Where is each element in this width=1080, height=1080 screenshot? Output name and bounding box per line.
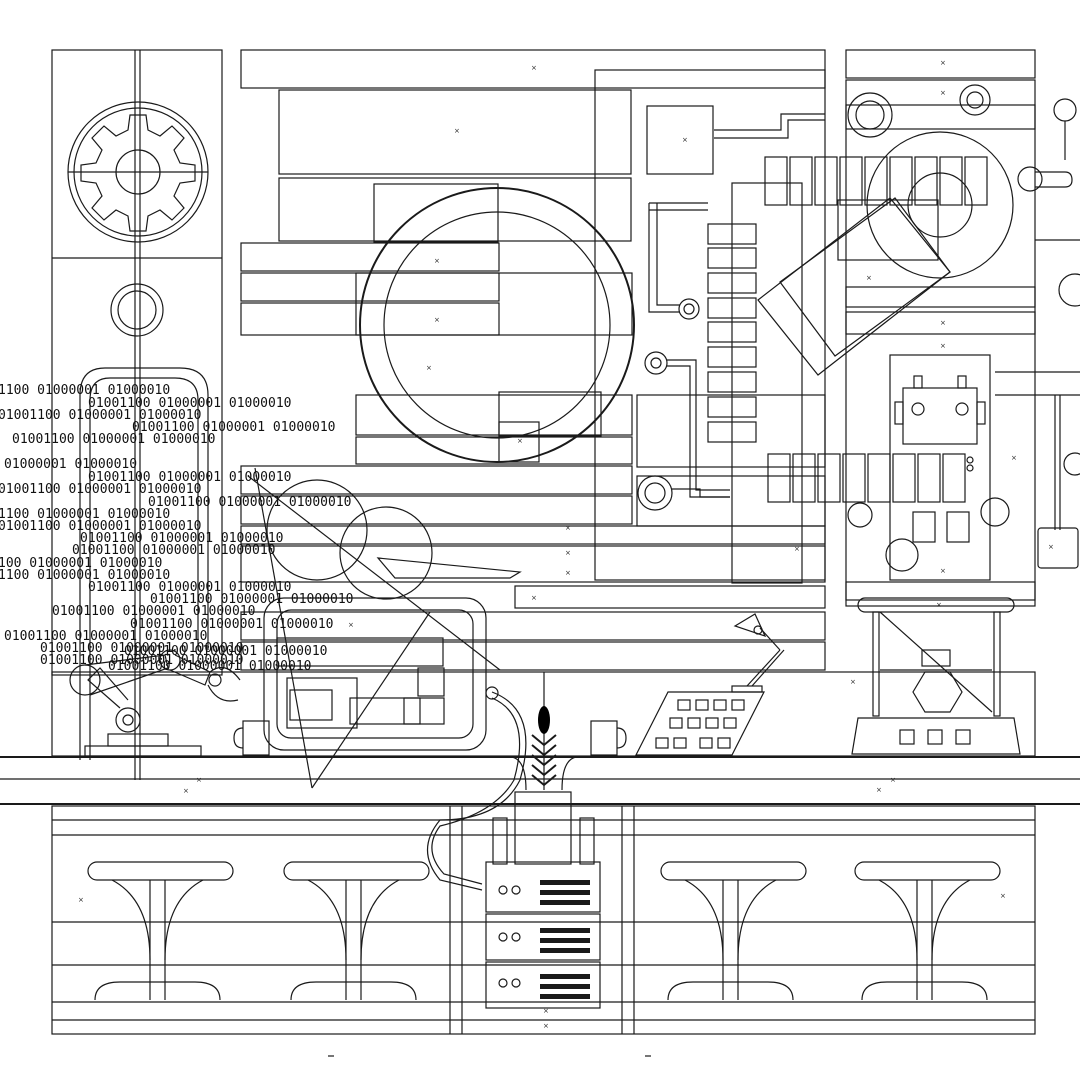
small-squares	[498, 105, 714, 463]
svg-text:×: ×	[434, 257, 440, 265]
counter	[0, 671, 1080, 1035]
left-panel	[51, 49, 223, 780]
svg-text:×: ×	[940, 89, 946, 97]
svg-text:×: ×	[682, 136, 688, 144]
svg-text:×: ×	[517, 437, 523, 445]
svg-text:×: ×	[940, 59, 946, 67]
pipe-loop	[79, 367, 209, 760]
svg-text:×: ×	[940, 342, 946, 350]
svg-text:×: ×	[183, 787, 189, 795]
svg-text:×: ×	[196, 776, 202, 784]
svg-text:×: ×	[454, 127, 460, 135]
gear-icon	[67, 101, 209, 243]
conveyor-top	[764, 156, 988, 206]
stacked-modules	[707, 223, 757, 443]
svg-text:×: ×	[866, 274, 872, 282]
conveyor-bottom	[767, 453, 966, 503]
light-beam	[247, 467, 522, 789]
svg-text:×: ×	[426, 364, 432, 372]
svg-text:×: ×	[876, 786, 882, 794]
svg-text:×: ×	[78, 896, 84, 904]
stool	[854, 861, 1001, 1001]
plant-stalk	[511, 672, 577, 791]
svg-text:×: ×	[543, 1022, 549, 1030]
svg-text:×: ×	[890, 776, 896, 784]
svg-text:×: ×	[565, 549, 571, 557]
svg-text:×: ×	[565, 524, 571, 532]
3d-printer	[851, 597, 1021, 755]
svg-text:×: ×	[1048, 543, 1054, 551]
robot-face	[847, 354, 1010, 581]
pipe-vertical-right	[1037, 395, 1079, 569]
stool	[283, 861, 430, 1001]
svg-text:×: ×	[531, 594, 537, 602]
svg-text:×: ×	[940, 567, 946, 575]
pipe-network	[637, 113, 825, 584]
coffee-mug	[233, 720, 270, 756]
svg-text:×: ×	[348, 621, 354, 629]
svg-text:×: ×	[1011, 454, 1017, 462]
svg-text:×: ×	[936, 601, 942, 609]
right-panel	[837, 49, 1080, 607]
svg-text:×: ×	[794, 545, 800, 553]
center-panels	[240, 49, 826, 671]
stool	[87, 861, 234, 1001]
large-ring	[359, 187, 635, 463]
svg-text:×: ×	[434, 316, 440, 324]
svg-text:×: ×	[565, 569, 571, 577]
coffee-mug	[590, 720, 627, 756]
desk-lamp	[731, 613, 785, 693]
svg-text:×: ×	[543, 1007, 549, 1015]
svg-text:×: ×	[940, 319, 946, 327]
svg-text:×: ×	[531, 64, 537, 72]
svg-text:×: ×	[850, 678, 856, 686]
monitor	[263, 597, 499, 751]
server-rack	[485, 791, 601, 1009]
keypad	[635, 691, 765, 756]
robot-arm	[69, 649, 241, 757]
stool	[660, 861, 807, 1001]
cable	[427, 691, 527, 891]
valve-wheel-icon	[110, 283, 164, 337]
tiny-markers: × × × × × × × × × × × × × × × × × × × × …	[78, 59, 1054, 1030]
svg-text:×: ×	[1000, 892, 1006, 900]
